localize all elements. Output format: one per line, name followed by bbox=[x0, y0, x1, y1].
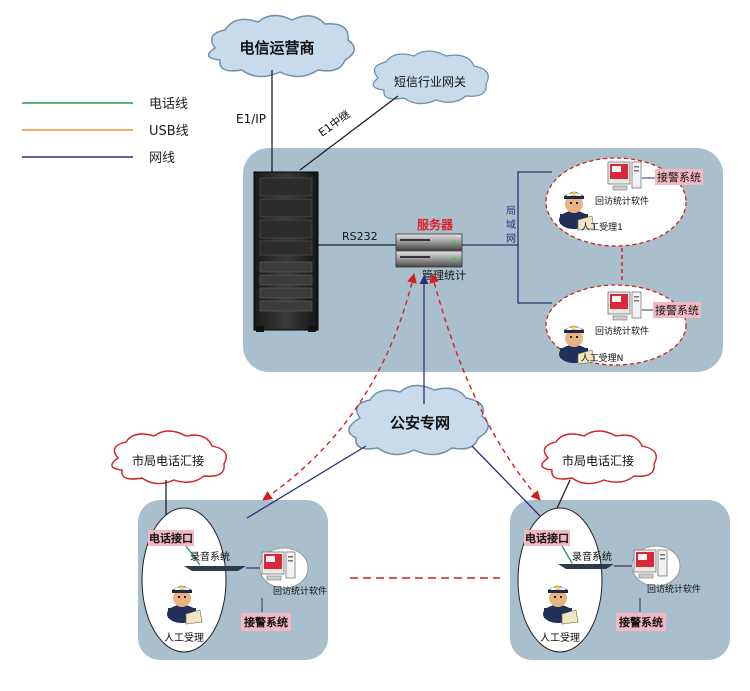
alarm-system-label-1: 接警系统 bbox=[657, 170, 701, 184]
server-to-left-branch-dashed bbox=[262, 273, 417, 501]
right-branch: 电话接口 录音系统 回访统计软件 人工受理 接警系统 bbox=[517, 507, 701, 653]
operator-label-left: 人工受理 bbox=[164, 632, 204, 644]
city-exchange-right-cloud: 市局电话汇接 bbox=[541, 430, 657, 485]
computer-icon bbox=[261, 551, 296, 581]
recording-label-right: 录音系统 bbox=[572, 550, 612, 563]
telecom-cloud: 电信运营商 bbox=[207, 14, 355, 78]
lan-label-2: 域 bbox=[506, 218, 516, 231]
recording-device bbox=[558, 564, 614, 569]
city-exchange-right-label: 市局电话汇接 bbox=[562, 453, 634, 468]
software-label-left: 回访统计软件 bbox=[273, 585, 327, 597]
police-net-cloud-label: 公安专网 bbox=[390, 414, 450, 432]
computer-icon bbox=[607, 291, 642, 321]
rs232-label: RS232 bbox=[342, 230, 378, 243]
sms-gateway-cloud: 短信行业网关 bbox=[372, 50, 489, 105]
lan-label-3: 网 bbox=[506, 233, 516, 245]
recording-device bbox=[184, 566, 246, 571]
city-exchange-left-label: 市局电话汇接 bbox=[132, 453, 204, 468]
alarm-system-tag-n bbox=[653, 302, 701, 318]
telecom-cloud-label: 电信运营商 bbox=[239, 39, 314, 57]
phone-interface-label-right: 电话接口 bbox=[525, 531, 569, 545]
mgmt-stats-label: 管理统计 bbox=[422, 268, 466, 282]
computer-icon bbox=[607, 161, 642, 191]
alarm-system-label-left: 接警系统 bbox=[244, 615, 288, 629]
alarm-system-label-right: 接警系统 bbox=[619, 615, 663, 629]
computer-icon bbox=[633, 549, 668, 579]
legend-usb-line-label: USB线 bbox=[149, 124, 189, 139]
sms-gateway-cloud-label: 短信行业网关 bbox=[394, 75, 466, 89]
server-to-right-branch-dashed bbox=[429, 273, 541, 501]
city-exchange-left-cloud: 市局电话汇接 bbox=[111, 430, 227, 485]
police-net-cloud: 公安专网 bbox=[348, 384, 489, 456]
alarm-system-tag-1 bbox=[655, 169, 703, 185]
alarm-system-label-n: 接警系统 bbox=[655, 303, 699, 317]
recording-label-left: 录音系统 bbox=[190, 550, 230, 563]
legend: 电话线 USB线 网线 bbox=[22, 97, 189, 166]
workstation-1: 接警系统 回访统计软件 人工受理1 bbox=[545, 157, 703, 247]
operator-label-1: 人工受理1 bbox=[581, 221, 623, 233]
operator-label-right: 人工受理 bbox=[540, 632, 580, 644]
server-label: 服务器 bbox=[417, 217, 454, 232]
e1-ip-label: E1/IP bbox=[236, 112, 266, 126]
legend-phone-line-label: 电话线 bbox=[149, 97, 188, 112]
police-net-to-left-link bbox=[246, 445, 367, 519]
workstation-n: 接警系统 回访统计软件 人工受理N bbox=[545, 284, 701, 366]
rack-cabinet bbox=[253, 171, 319, 332]
software-label-n: 回访统计软件 bbox=[595, 325, 649, 337]
software-label-1: 回访统计软件 bbox=[595, 195, 649, 207]
phone-interface-label-left: 电话接口 bbox=[149, 531, 193, 545]
phone-interface-tag-right bbox=[524, 530, 570, 546]
operator-label-n: 人工受理N bbox=[581, 352, 624, 364]
left-branch: 电话接口 录音系统 回访统计软件 人工受理 接警系统 bbox=[141, 507, 327, 653]
server-unit bbox=[395, 233, 463, 268]
legend-network-line-label: 网线 bbox=[149, 151, 175, 166]
alarm-system-tag-left bbox=[241, 613, 291, 631]
lan-label-1: 局 bbox=[506, 205, 516, 217]
lan-link-top bbox=[462, 171, 552, 246]
software-label-right: 回访统计软件 bbox=[647, 583, 701, 595]
phone-interface-tag-left bbox=[148, 530, 194, 546]
police-net-to-right-link bbox=[471, 445, 541, 517]
e1-trunk-link bbox=[299, 95, 399, 171]
alarm-system-tag-right bbox=[616, 613, 666, 631]
